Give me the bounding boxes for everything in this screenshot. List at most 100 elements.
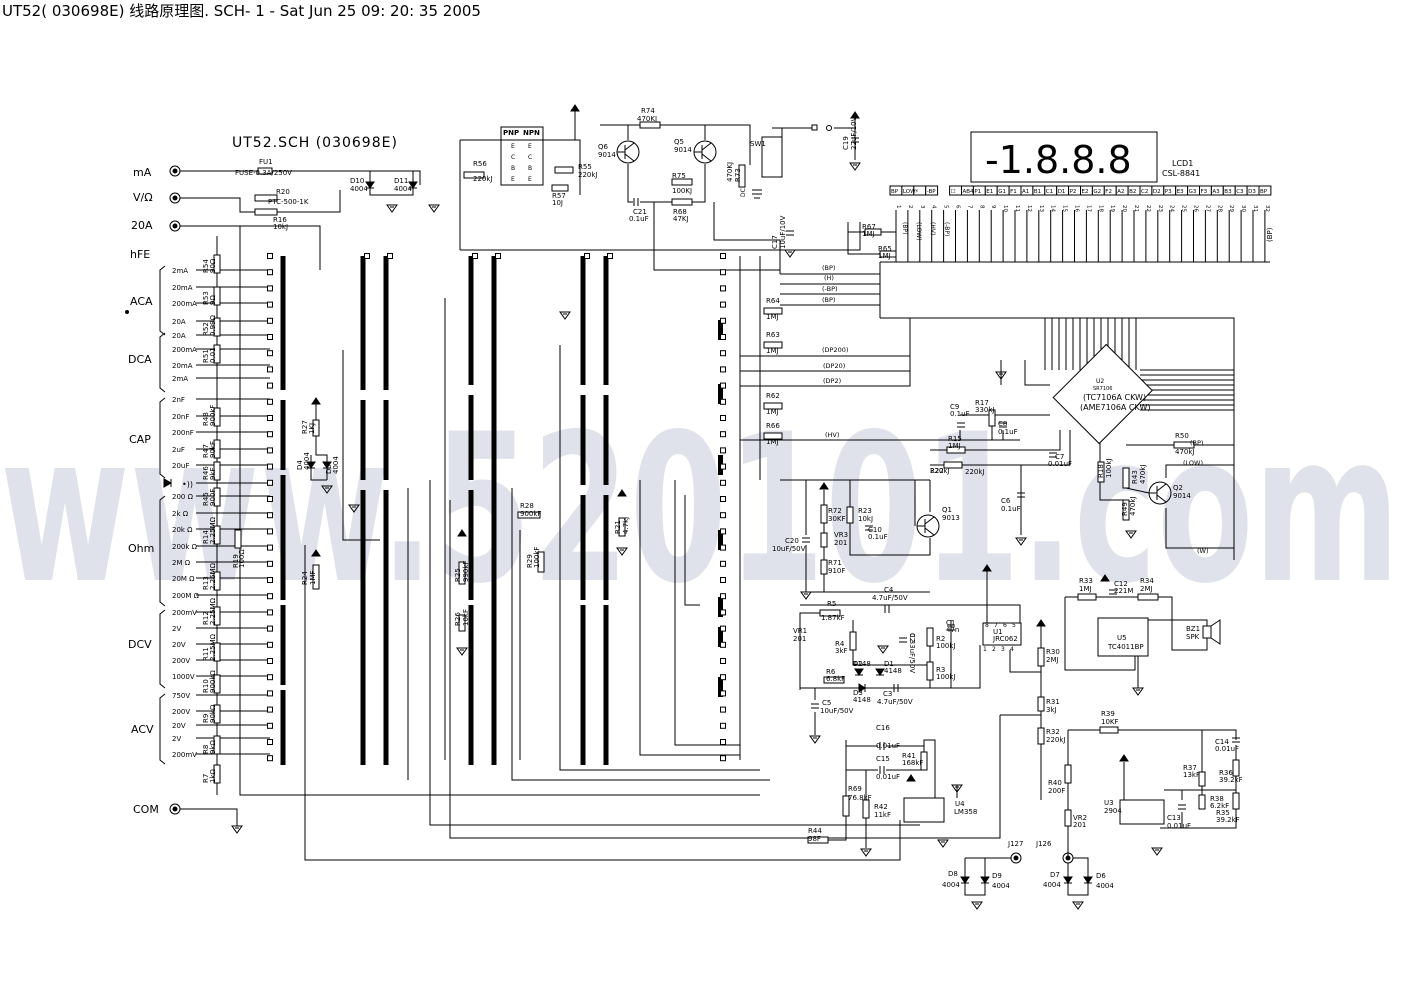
component-ref-r4: R4 — [835, 640, 845, 648]
range-label-dcv-1: 2V — [172, 625, 181, 633]
ic-u4 — [903, 797, 945, 823]
wire — [1000, 360, 1050, 386]
lcd-pin-number-26: 27 — [1204, 205, 1210, 212]
resistor-r49 — [1122, 499, 1130, 521]
capacitor-c10 — [865, 525, 873, 531]
component-ref-r6: R6 — [826, 668, 836, 676]
component-ref-r67: R67 — [862, 223, 876, 231]
component-ref-u1: U1 — [993, 628, 1003, 636]
interconnect-wire — [511, 488, 770, 781]
lcd-pin-number-1: 2 — [907, 205, 913, 209]
component-ref-r13: R13 — [202, 576, 210, 590]
lcd-pin-number-17: 18 — [1097, 205, 1103, 212]
component-value-r53: 9Ω — [209, 295, 217, 305]
switch-contact — [720, 528, 726, 535]
component-value-d9: 4004 — [992, 882, 1010, 890]
resistor-r73 — [738, 164, 746, 188]
range-label-dcv-4: 1000V — [172, 673, 195, 681]
range-label-dca-1: 200mA — [172, 346, 197, 354]
ground-symbol — [849, 162, 861, 171]
input-jack[interactable] — [169, 165, 181, 177]
resistor-r11 — [213, 642, 221, 662]
component-value-c15: 0.01uF — [876, 773, 900, 781]
component-ref-d9: D9 — [992, 872, 1002, 880]
component-value-r45: 900F — [209, 489, 217, 506]
range-label-dca-2: 20mA — [172, 362, 193, 370]
rotary-switch-track — [580, 605, 586, 765]
range-label-cap-1: 20nF — [172, 413, 189, 421]
switch-sw1[interactable] — [761, 136, 783, 178]
component-value-r71: 910F — [828, 567, 845, 575]
component-value-c2: 0.33uF/50V — [908, 633, 916, 673]
resistor-r19 — [234, 529, 242, 549]
switch-contact — [720, 512, 726, 519]
input-jack[interactable] — [169, 220, 181, 232]
component-value-d7: 4004 — [1043, 881, 1061, 889]
interconnect-wire — [460, 222, 861, 251]
switch-contact — [387, 253, 393, 259]
range-label-ohm-1: 2k Ω — [172, 510, 189, 518]
input-jack[interactable] — [1010, 852, 1022, 864]
range-label-ohm-2: 20k Ω — [172, 526, 193, 534]
switch-contact — [720, 496, 726, 502]
range-bracket — [159, 693, 166, 765]
component-ref-d1: D1 — [884, 660, 894, 668]
rotary-switch-track — [468, 490, 474, 600]
component-value-r65: 1MJ — [878, 252, 891, 260]
net-label-3: (BP) — [822, 296, 835, 304]
switch-contact — [267, 641, 273, 648]
transistor-pnp-label: PNP — [503, 129, 519, 137]
lcd-bus — [879, 261, 1270, 560]
component-value-c9: 0.1uF — [950, 410, 970, 418]
transistor-pin-left-0: E — [511, 143, 515, 150]
switch-contact — [720, 658, 726, 664]
resistor-r36 — [1232, 759, 1240, 777]
input-jack-center — [172, 223, 178, 229]
component-value-c10: 0.1uF — [868, 533, 888, 541]
lcd-pin-number-28: 29 — [1228, 205, 1234, 212]
component-ref-r54: R54 — [202, 259, 210, 273]
component-ref-r57: R57 — [552, 192, 566, 200]
wire-sw — [772, 127, 812, 137]
capacitor-c12 — [1109, 589, 1117, 595]
component-value-r7: 1kΩ — [209, 768, 217, 783]
input-jack-center — [1065, 855, 1071, 861]
wire — [826, 739, 958, 848]
wire-hfe — [459, 139, 581, 250]
component-ref-r43: R43 — [1131, 470, 1139, 484]
lcd-pin-number-2: 3 — [919, 205, 925, 209]
component-value-r54: 90Ω — [209, 258, 217, 273]
resistor-r75 — [671, 178, 693, 186]
resistor-r68 — [671, 198, 693, 206]
input-jack[interactable] — [1062, 852, 1074, 864]
switch-contact — [267, 334, 273, 340]
transistor-q1-leads — [917, 516, 935, 536]
component-value-c8: 0.1uF — [998, 428, 1018, 436]
component-value-r12: 2.25MΩ — [209, 597, 217, 625]
lcd-pin-30: BP — [1260, 189, 1268, 195]
lcd-pin-number-31: 32 — [1264, 205, 1270, 212]
component-value-r5: 1.87kF — [821, 614, 845, 622]
component-ref-r55: R55 — [578, 163, 592, 171]
input-jack[interactable] — [169, 192, 181, 204]
resistor-r7 — [213, 764, 221, 784]
resistor-r41 — [920, 751, 928, 771]
component-value-r23: 10kJ — [858, 515, 873, 523]
lcd-side-label-0: (BP) — [901, 222, 908, 234]
component-value-r22: 220kJ — [930, 467, 949, 475]
rotary-switch-track — [580, 395, 586, 485]
net-label-2: (-BP) — [822, 285, 838, 293]
vplus-symbol — [311, 549, 321, 557]
vplus-symbol — [311, 397, 321, 405]
input-jack[interactable] — [169, 803, 181, 815]
range-label-dca-0: 20A — [172, 332, 186, 340]
switch-contact — [267, 301, 273, 308]
wire — [847, 222, 897, 255]
resistor-r17 — [988, 409, 996, 427]
component-ref-c1: C1 — [946, 619, 955, 627]
ic-main-type: SR7106 — [1093, 386, 1112, 392]
switch-contact — [267, 447, 273, 454]
interconnect-wire — [674, 480, 740, 746]
component-ref-r41: R41 — [902, 752, 916, 760]
input-label-20a: 20A — [131, 219, 153, 232]
